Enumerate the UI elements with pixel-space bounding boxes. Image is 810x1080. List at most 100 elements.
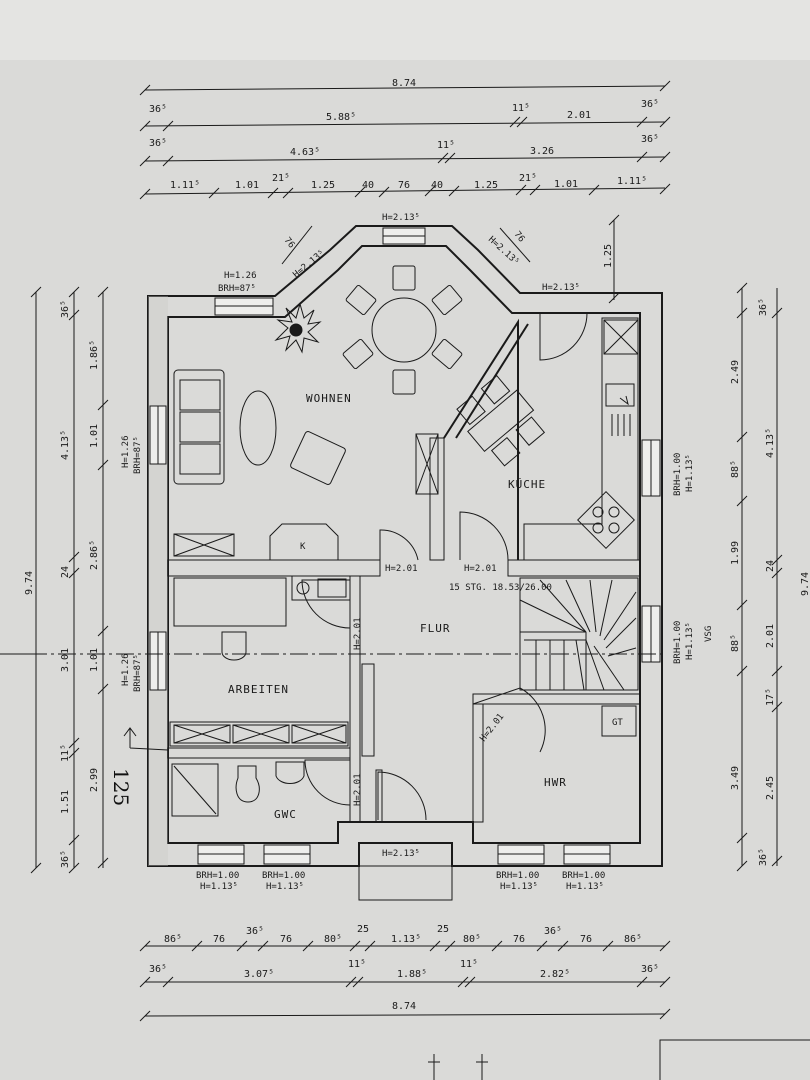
bottom-dim-r1-10: 36⁵	[544, 926, 562, 937]
right-dim-c1-0: 36⁵	[758, 298, 769, 316]
bottom-dim-overall: 8.74	[392, 1001, 416, 1012]
left-dimension-chains: 9.74 36⁵ 4.13⁵ 24 3.01 11⁵ 1.51 36⁵ 1.86…	[0, 286, 109, 874]
top-dim-r4-3: 1.25	[311, 180, 335, 191]
room-label-wohnen: WOHNEN	[306, 392, 352, 405]
handwritten-125: 125	[109, 768, 133, 806]
top-dim-r4-0: 1.11⁵	[170, 180, 200, 191]
bottom-dim-r1-12: 86⁵	[624, 934, 642, 945]
paper-top-light	[0, 0, 810, 60]
bottom-dim-r2-0: 36⁵	[149, 964, 167, 975]
bottom-window-1-h: H=1.13⁵	[200, 882, 238, 892]
right-dimension-chains: 1.25 36⁵ 2.49 88⁵ 1.99 88⁵ 3.49 36⁵ 4.13…	[603, 214, 810, 872]
bottom-dim-r1-3: 76	[280, 934, 292, 945]
left-dim-c3-4: 2.99	[89, 768, 100, 792]
right-dim-c1-2: 88⁵	[730, 460, 741, 478]
right-dim-c2-2: 2.01	[765, 624, 776, 648]
bottom-dim-r1-11: 76	[580, 934, 592, 945]
room-label-flur: FLUR	[420, 622, 451, 635]
plant-icon	[274, 302, 322, 354]
top-dim-r2-2: 11⁵	[512, 103, 530, 114]
top-dim-r4-8: 21⁵	[519, 173, 537, 184]
top-dim-r3-0: 36⁵	[149, 138, 167, 149]
left-dim-c2-6: 36⁵	[60, 850, 71, 868]
left-dim-c2-0: 36⁵	[60, 300, 71, 318]
left-dim-c2-2: 24	[60, 566, 71, 578]
bottom-dim-r1-1: 76	[213, 934, 225, 945]
right-dim-c2-4: 2.45	[765, 776, 776, 800]
left-dim-c3-1: 1.01	[89, 424, 100, 448]
right-dim-c1-1: 2.49	[730, 360, 741, 384]
bottom-dim-r2-4: 11⁵	[460, 959, 478, 970]
window-wohnen-left-h: H=1.26	[121, 435, 131, 468]
bottom-dim-r1-0: 86⁵	[164, 934, 182, 945]
bottom-window-4-h: H=1.13⁵	[566, 882, 604, 892]
window-kitchen-right-h: H=1.13⁵	[685, 454, 695, 492]
top-dim-r2-1: 5.88⁵	[326, 112, 356, 123]
bottom-dimension-chains: 86⁵ 76 36⁵ 76 80⁵ 25 1.13⁵ 25 80⁵ 76 36⁵…	[139, 924, 671, 1022]
bottom-dim-r2-1: 3.07⁵	[244, 969, 274, 980]
bottom-dim-r1-2: 36⁵	[246, 926, 264, 937]
bay-height: H=2.13⁵	[382, 213, 420, 223]
door-wohnen-height: H=2.01	[385, 564, 418, 574]
dim-125-right: 1.25	[603, 244, 614, 268]
right-dim-c1-6: 36⁵	[758, 848, 769, 866]
bottom-dim-r1-4: 80⁵	[324, 934, 342, 945]
window-wohnen-top-h: H=1.26	[224, 271, 257, 281]
right-dim-c1-5: 3.49	[730, 766, 741, 790]
bottom-dim-r2-3: 1.88⁵	[397, 969, 427, 980]
window-kitchen-top-h: H=2.13⁵	[542, 283, 580, 293]
top-dim-r3-3: 3.26	[530, 146, 554, 157]
window-kitchen-right-brh: BRH=1.00	[673, 453, 683, 496]
room-label-hwr: HWR	[544, 776, 567, 789]
right-dim-c1-4: 88⁵	[730, 634, 741, 652]
bottom-window-2-brh: BRH=1.00	[262, 871, 305, 881]
left-dim-c3-2: 2.86⁵	[89, 540, 100, 570]
right-dim-c1-3: 1.99	[730, 541, 741, 565]
bottom-right-frame	[659, 1039, 810, 1080]
bottom-dim-r1-8: 80⁵	[463, 934, 481, 945]
door-arbeiten-height: H=2.01	[353, 617, 363, 650]
right-dim-c2-1: 24	[765, 560, 776, 572]
entrance-porch	[358, 865, 453, 901]
right-dim-overall: 9.74	[800, 572, 810, 596]
top-dim-r2-4: 36⁵	[641, 99, 659, 110]
furniture	[169, 265, 639, 817]
bottom-window-4-brh: BRH=1.00	[562, 871, 605, 881]
fireplace-label: K	[300, 542, 306, 552]
gt-label: GT	[612, 718, 623, 728]
top-dim-r3-2: 11⁵	[437, 140, 455, 151]
top-dim-r4-7: 1.25	[474, 180, 498, 191]
top-dim-r4-5: 76	[398, 180, 410, 191]
bottom-window-1-brh: BRH=1.00	[196, 871, 239, 881]
windows	[149, 227, 661, 865]
top-dim-r3-4: 36⁵	[641, 134, 659, 145]
bottom-dim-r1-9: 76	[513, 934, 525, 945]
window-flur-right-brh: BRH=1.00	[673, 621, 683, 664]
window-arbeiten-left-brh: BRH=87⁵	[133, 654, 143, 692]
top-dim-r4-9: 1.01	[554, 179, 578, 190]
left-dim-c2-5: 1.51	[60, 790, 71, 814]
window-flur-right-h: H=1.13⁵	[685, 622, 695, 660]
door-kueche-height: H=2.01	[464, 564, 497, 574]
bottom-dim-r1-7: 25	[437, 924, 449, 935]
top-dim-r4-1: 1.01	[235, 180, 259, 191]
window-wohnen-top-brh: BRH=87⁵	[218, 284, 256, 294]
left-dim-c2-3: 3.01	[60, 648, 71, 672]
room-label-arbeiten: ARBEITEN	[228, 683, 289, 696]
entrance-height: H=2.13⁵	[382, 849, 420, 859]
right-dim-c2-3: 17⁵	[765, 688, 776, 706]
handwritten-arrow	[123, 727, 169, 751]
top-dim-r2-3: 2.01	[567, 110, 591, 121]
top-dim-r4-6: 40	[431, 180, 443, 191]
top-dim-r2-0: 36⁵	[149, 104, 167, 115]
room-label-gwc: GWC	[274, 808, 297, 821]
top-dim-overall: 8.74	[392, 78, 416, 89]
top-dim-r4-4: 40	[362, 180, 374, 191]
bottom-window-3-h: H=1.13⁵	[500, 882, 538, 892]
bottom-dim-r2-2: 11⁵	[348, 959, 366, 970]
bottom-dim-r2-5: 2.82⁵	[540, 969, 570, 980]
right-dim-c2-0: 4.13⁵	[765, 428, 776, 458]
bottom-window-2-h: H=1.13⁵	[266, 882, 304, 892]
